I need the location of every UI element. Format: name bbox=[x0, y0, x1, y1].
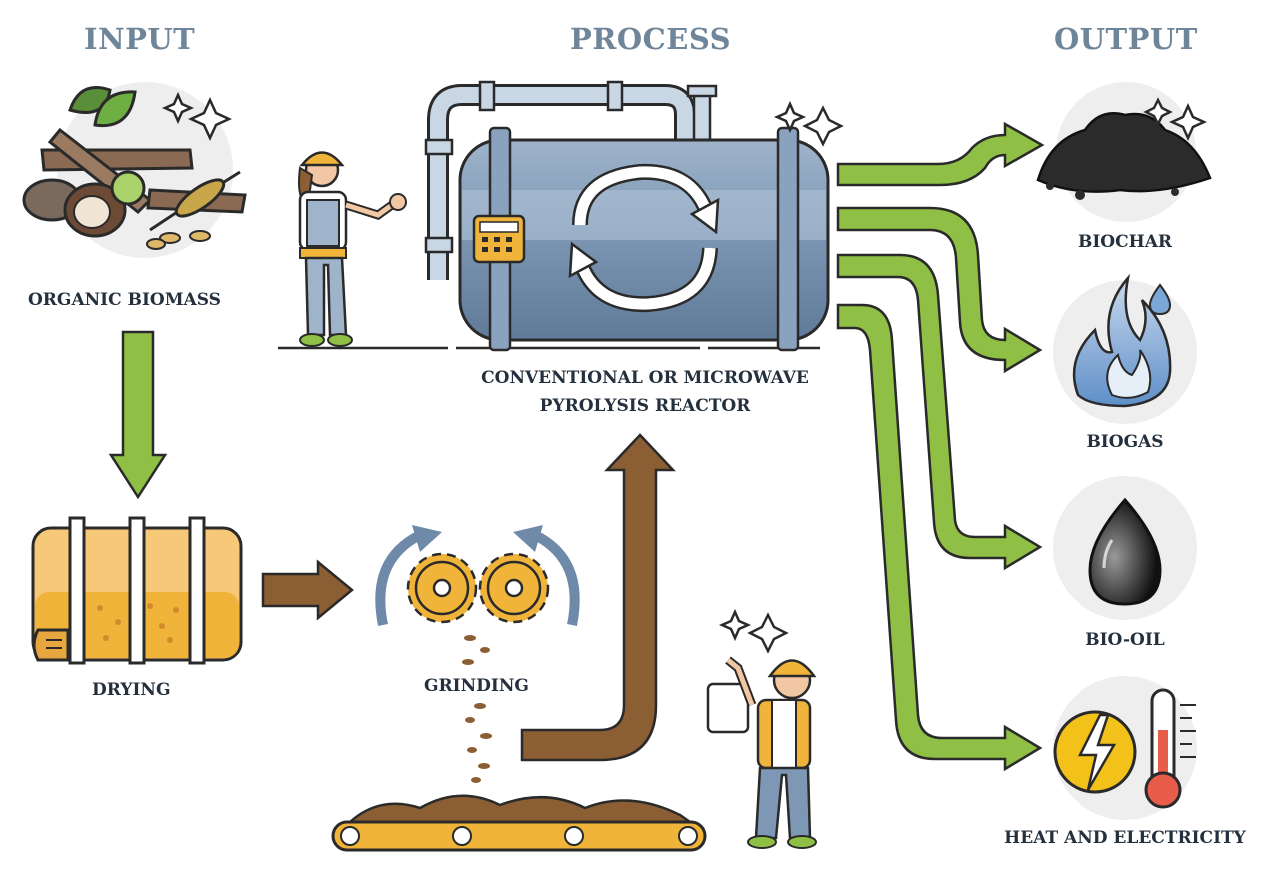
label-reactor-line2: PYROLYSIS REACTOR bbox=[539, 396, 751, 416]
arrow-drying-to-grinding bbox=[261, 559, 354, 621]
heading-output: OUTPUT bbox=[1054, 22, 1198, 56]
arrow-to-biogas bbox=[836, 206, 1043, 374]
drying-illustration bbox=[31, 516, 243, 665]
label-reactor-line1: CONVENTIONAL OR MICROWAVE bbox=[481, 368, 809, 388]
biomass-illustration bbox=[22, 82, 247, 258]
grinding-illustration bbox=[375, 525, 580, 783]
biochar-icon bbox=[1036, 82, 1212, 222]
heading-process: PROCESS bbox=[570, 22, 732, 56]
pyrolysis-reactor bbox=[424, 80, 844, 352]
arrow-to-biochar bbox=[836, 121, 1045, 187]
heading-input: INPUT bbox=[84, 22, 196, 56]
arrow-to-bio-oil bbox=[836, 253, 1043, 571]
arrow-grinding-to-reactor bbox=[520, 433, 676, 762]
label-heat-and-electricity: HEAT AND ELECTRICITY bbox=[1004, 828, 1246, 848]
worker-thumbs-up bbox=[278, 151, 448, 350]
flame-icon bbox=[1053, 273, 1197, 424]
output-arrows bbox=[836, 121, 1045, 772]
label-bio-oil: BIO-OIL bbox=[1085, 630, 1165, 650]
worker-with-clipboard bbox=[706, 608, 817, 849]
label-grinding: GRINDING bbox=[424, 676, 529, 696]
conveyor-belt bbox=[331, 794, 707, 852]
label-biochar: BIOCHAR bbox=[1077, 232, 1173, 252]
label-drying: DRYING bbox=[92, 680, 171, 700]
arrow-biomass-to-drying bbox=[108, 330, 168, 500]
arrow-to-heat bbox=[836, 303, 1043, 772]
label-biogas: BIOGAS bbox=[1086, 432, 1164, 452]
lightning-thermometer-icon bbox=[1053, 676, 1197, 820]
oil-drop-icon bbox=[1053, 476, 1197, 620]
label-organic-biomass: ORGANIC BIOMASS bbox=[28, 290, 221, 310]
